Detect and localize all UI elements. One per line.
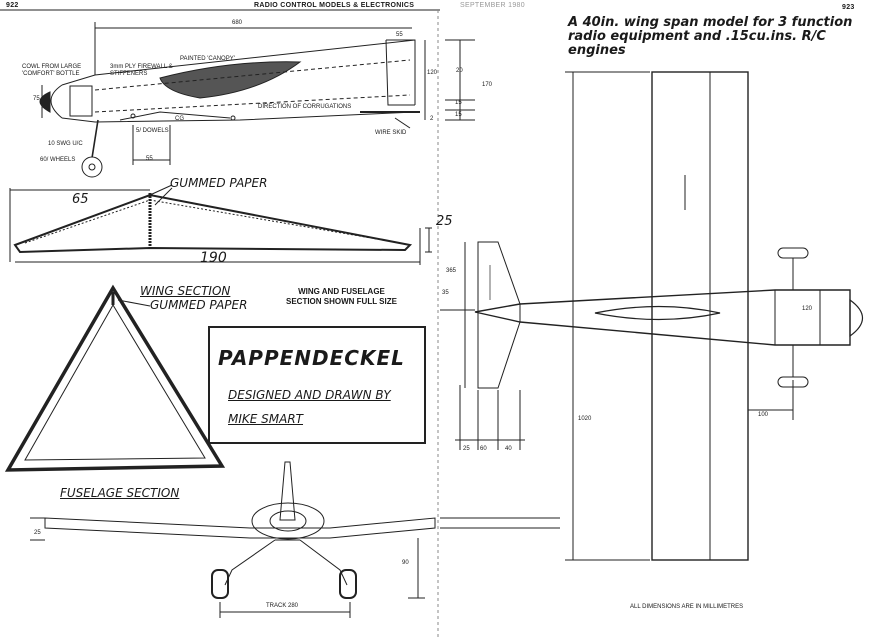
tail-small-dim: 2	[430, 116, 434, 122]
canopy-label: PAINTED 'CANOPY'	[180, 56, 235, 62]
cg-label: CG	[175, 116, 184, 122]
fuselage-length-dim: 680	[232, 20, 243, 26]
firewall-label: 3mm PLY FIREWALL & STIFFENERS	[110, 64, 173, 77]
corrugations-label: DIRECTION OF CORRUGATIONS	[258, 104, 352, 110]
title-block: PAPPENDECKEL DESIGNED AND DRAWN BY MIKE …	[208, 326, 426, 444]
dowel-spacing-dim: 55	[146, 156, 153, 162]
wing-le-dim: 100	[758, 412, 769, 418]
dihedral-dim: 25	[34, 530, 41, 536]
track-dim: TRACK 280	[266, 603, 299, 609]
headline-line-1: A 40in. wing span model for 3 function	[568, 15, 853, 30]
full-size-note: WING AND FUSELAGE SECTION SHOWN FULL SIZ…	[286, 287, 397, 307]
uc-label: 10 SWG U/C	[48, 141, 83, 147]
nose-width-dim: 120	[802, 306, 813, 312]
units-note: ALL DIMENSIONS ARE IN MILLIMETRES	[630, 604, 744, 610]
rib-chord-dim: 190	[200, 250, 227, 266]
fin-dim-1: 20	[456, 68, 463, 74]
tail-dim-3: 40	[505, 446, 512, 452]
rib-thickness-dim: 25	[436, 214, 453, 229]
page-number-left: 922	[6, 2, 19, 9]
tail-dim-2: 60	[480, 446, 487, 452]
model-name: PAPPENDECKEL	[218, 346, 405, 370]
gear-height-dim: 90	[402, 560, 409, 566]
nose-height-dim: 75	[33, 96, 40, 102]
fin-dimension-lines	[445, 39, 475, 121]
designed-by: DESIGNED AND DRAWN BY	[228, 388, 391, 402]
rib-front-dim: 65	[72, 192, 89, 207]
fin-dim-2: 170	[482, 82, 493, 88]
fuselage-side-view	[39, 22, 426, 178]
full-size-note-line-2: SECTION SHOWN FULL SIZE	[286, 297, 397, 306]
fin-dim-3: 15	[455, 100, 462, 106]
fin-dim-4: 15	[455, 112, 462, 118]
author-name: MIKE SMART	[228, 412, 304, 426]
wing-gummed-label: GUMMED PAPER	[150, 298, 248, 312]
headline-line-3: engines	[568, 43, 626, 58]
wire-skid-label: WIRE SKID	[375, 130, 407, 136]
issue-date: SEPTEMBER 1980	[460, 2, 525, 9]
dowels-label: 5/ DOWELS	[136, 128, 169, 134]
full-size-note-line-1: WING AND FUSELAGE	[298, 287, 385, 296]
wing-rib	[9, 184, 432, 265]
wingspan-dim: 1020	[578, 416, 592, 422]
wheels-label: 60/ WHEELS	[40, 157, 76, 163]
wing-section-triangle	[4, 284, 226, 472]
gummed-paper-label: GUMMED PAPER	[170, 176, 268, 190]
magazine-title: RADIO CONTROL MODELS & ELECTRONICS	[254, 2, 415, 9]
cowl-label: COWL FROM LARGE 'COMFORT' BOTTLE	[22, 64, 82, 77]
fuselage-front-view	[30, 461, 560, 618]
page-number-right: 923	[842, 4, 855, 11]
plan-view	[440, 71, 864, 561]
tail-dim-1: 25	[463, 446, 470, 452]
fin-top-dim: 55	[396, 32, 403, 38]
fuselage-section-title: FUSELAGE SECTION	[60, 486, 180, 500]
headline-line-2: radio equipment and .15cu.ins. R/C	[568, 29, 826, 44]
tail-chord-dim: 35	[442, 290, 449, 296]
headline: A 40in. wing span model for 3 function r…	[568, 16, 852, 58]
tail-span-dim: 365	[446, 268, 457, 274]
tail-height-dim: 120	[427, 70, 438, 76]
wing-section-title: WING SECTION	[140, 284, 231, 298]
